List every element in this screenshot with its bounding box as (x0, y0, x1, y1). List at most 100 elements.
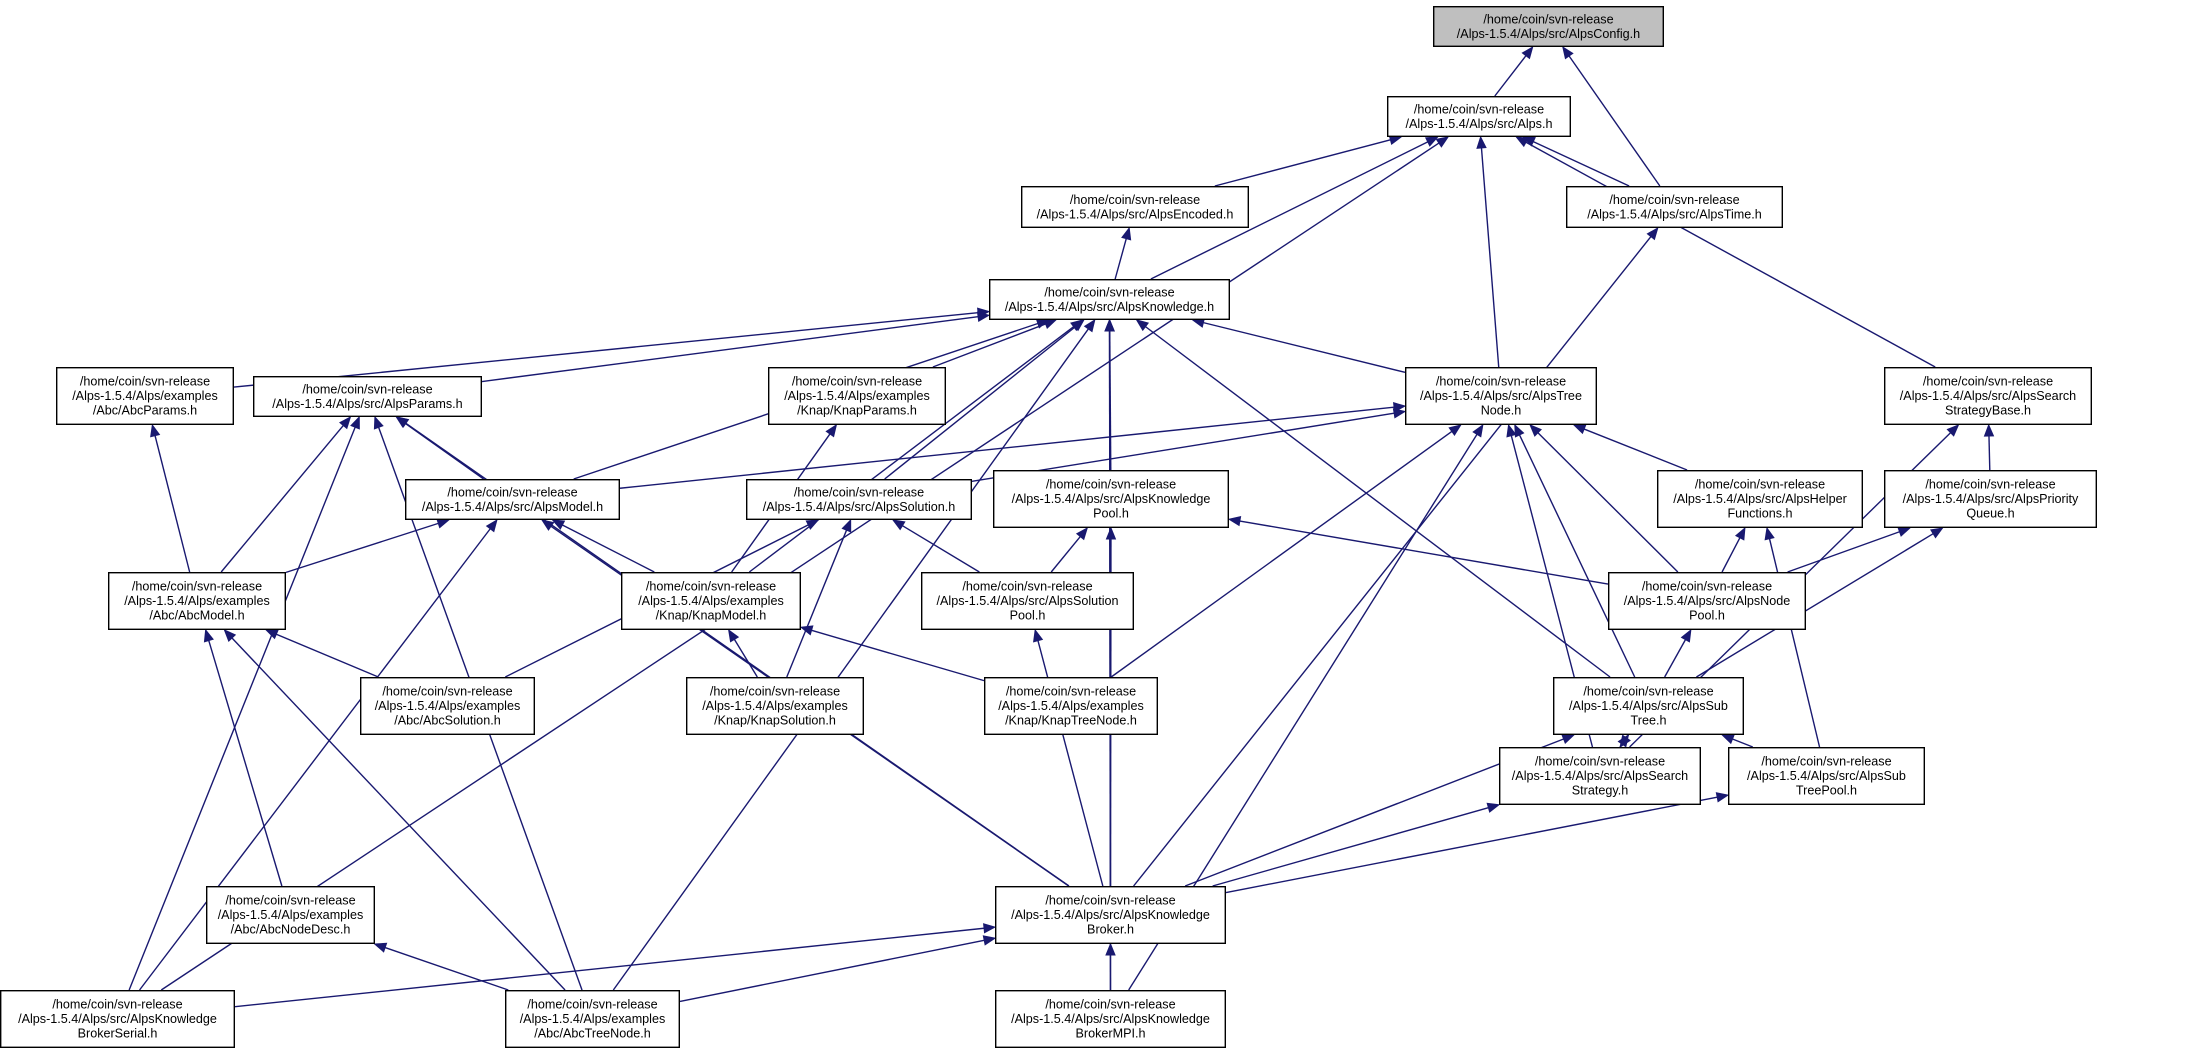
node-label-line: /Alps-1.5.4/Alps/src/AlpsKnowledge (1012, 492, 1211, 506)
node-box (1883, 367, 2092, 426)
node-box (995, 886, 1227, 945)
node-label-line: /Alps-1.5.4/Alps/src/AlpsSearch (1512, 769, 1688, 783)
node-label-line: /home/coin/svn-release (646, 580, 776, 594)
node-label-line: /Alps-1.5.4/Alps/examples (638, 594, 784, 608)
edge-sol-to-know (884, 326, 1076, 480)
node-box (1432, 5, 1664, 47)
edge-arrowhead (1619, 734, 1631, 749)
node-label-line: Pool.h (1689, 609, 1725, 623)
node-spool[interactable]: /home/coin/svn-release/Alps-1.5.4/Alps/s… (921, 572, 1135, 631)
edge-arrowhead (373, 942, 388, 953)
edge-arrowhead (395, 416, 410, 428)
edge-knm-to-mod (562, 524, 655, 573)
node-mod[interactable]: /home/coin/svn-release/Alps-1.5.4/Alps/s… (405, 479, 621, 521)
node-enc[interactable]: /home/coin/svn-release/Alps-1.5.4/Alps/s… (1021, 185, 1250, 228)
edge-prio-to-ssb (1988, 435, 1991, 471)
node-label-line: /Knap/KnapModel.h (656, 609, 767, 623)
node-kns[interactable]: /home/coin/svn-release/Alps-1.5.4/Alps/e… (686, 677, 865, 736)
node-label-line: /Alps-1.5.4/Alps/examples (72, 389, 218, 403)
node-label-line: /home/coin/svn-release (1044, 285, 1174, 299)
node-box (989, 279, 1231, 321)
edge-npool-to-tree (1537, 432, 1679, 573)
edge-arrowhead (1646, 226, 1659, 241)
edge-time-to-alps (1532, 140, 1630, 187)
node-abctn[interactable]: /home/coin/svn-release/Alps-1.5.4/Alps/e… (505, 990, 681, 1049)
node-label-line: /Alps-1.5.4/Alps/src/AlpsModel.h (422, 500, 603, 514)
edge-arrowhead (1930, 527, 1944, 539)
node-kntn[interactable]: /home/coin/svn-release/Alps-1.5.4/Alps/e… (984, 677, 1159, 736)
edge-abcm-to-mod (285, 522, 439, 574)
node-box (1021, 185, 1250, 228)
edge-abcp-to-know (233, 311, 979, 388)
node-box (1404, 367, 1597, 426)
edge-arrowhead (1680, 628, 1692, 643)
node-label-line: BrokerSerial.h (78, 1027, 158, 1041)
node-box (405, 479, 621, 521)
edge-kbs-to-mod (138, 528, 491, 991)
edge-arrowhead (1476, 135, 1487, 149)
node-kbm[interactable]: /home/coin/svn-release/Alps-1.5.4/Alps/s… (995, 990, 1227, 1049)
edge-arrowhead (436, 518, 451, 529)
node-tree[interactable]: /home/coin/svn-release/Alps-1.5.4/Alps/s… (1404, 367, 1597, 426)
node-know[interactable]: /home/coin/svn-release/Alps-1.5.4/Alps/s… (989, 279, 1231, 321)
node-box (1727, 747, 1925, 806)
node-box (1565, 185, 1783, 228)
node-label-line: /home/coin/svn-release (382, 685, 512, 699)
node-alps[interactable]: /home/coin/svn-release/Alps-1.5.4/Alps/s… (1386, 95, 1571, 137)
node-sub[interactable]: /home/coin/svn-release/Alps-1.5.4/Alps/s… (1552, 677, 1744, 736)
node-npool[interactable]: /home/coin/svn-release/Alps-1.5.4/Alps/s… (1607, 572, 1806, 631)
node-abcp[interactable]: /home/coin/svn-release/Alps-1.5.4/Alps/e… (56, 367, 235, 426)
edge-stp-to-sub (1732, 738, 1754, 748)
node-label-line: /home/coin/svn-release (1925, 478, 2055, 492)
edge-arrowhead (1070, 319, 1084, 332)
edge-arrowhead (1515, 136, 1529, 148)
edge-arrowhead (1983, 423, 1995, 437)
edge-alps-to-cfg (1494, 55, 1527, 97)
node-ss[interactable]: /home/coin/svn-release/Alps-1.5.4/Alps/s… (1498, 747, 1701, 806)
edge-sub-to-prio (1696, 533, 1934, 678)
node-stp[interactable]: /home/coin/svn-release/Alps-1.5.4/Alps/s… (1727, 747, 1925, 806)
node-label-line: /home/coin/svn-release (1535, 755, 1665, 769)
edge-arrowhead (1897, 526, 1912, 537)
node-label-line: /home/coin/svn-release (1046, 478, 1176, 492)
node-sol[interactable]: /home/coin/svn-release/Alps-1.5.4/Alps/s… (746, 479, 973, 521)
node-ssb[interactable]: /home/coin/svn-release/Alps-1.5.4/Alps/s… (1883, 367, 2092, 426)
node-par[interactable]: /home/coin/svn-release/Alps-1.5.4/Alps/s… (252, 376, 483, 418)
edge-arrowhead (1561, 734, 1576, 745)
node-label-line: /Alps-1.5.4/Alps/src/AlpsSolution (937, 594, 1119, 608)
node-kb[interactable]: /home/coin/svn-release/Alps-1.5.4/Alps/s… (995, 886, 1227, 945)
node-kbs[interactable]: /home/coin/svn-release/Alps-1.5.4/Alps/s… (0, 990, 236, 1049)
node-label-line: /Alps-1.5.4/Alps/src/AlpsKnowledge (1011, 1012, 1210, 1026)
edge-arrowhead (1105, 526, 1117, 540)
node-prio[interactable]: /home/coin/svn-release/Alps-1.5.4/Alps/s… (1883, 470, 2097, 529)
node-cfg[interactable]: /home/coin/svn-release/Alps-1.5.4/Alps/s… (1432, 5, 1664, 47)
edge-kns-to-sol (786, 529, 848, 678)
node-abcm[interactable]: /home/coin/svn-release/Alps-1.5.4/Alps/e… (107, 572, 287, 631)
node-abcs[interactable]: /home/coin/svn-release/Alps-1.5.4/Alps/e… (360, 677, 536, 736)
edge-kb-to-ss (1212, 807, 1489, 887)
node-label-line: /Abc/AbcNodeDesc.h (231, 923, 351, 937)
edge-arrowhead (1435, 136, 1450, 148)
node-label-line: /Alps-1.5.4/Alps/examples (218, 908, 364, 922)
node-kpool[interactable]: /home/coin/svn-release/Alps-1.5.4/Alps/s… (993, 470, 1230, 529)
edge-arrowhead (1486, 802, 1501, 813)
node-help[interactable]: /home/coin/svn-release/Alps-1.5.4/Alps/s… (1656, 470, 1863, 529)
node-label-line: Pool.h (1093, 507, 1129, 521)
edge-time-to-cfg (1568, 55, 1661, 187)
edge-kbs-to-par (128, 426, 356, 991)
edge-arrowhead (1104, 318, 1115, 332)
edge-arrowhead (1562, 45, 1574, 60)
node-label-line: /home/coin/svn-release (1642, 580, 1772, 594)
node-label-line: Strategy.h (1572, 784, 1628, 798)
node-box (360, 677, 536, 736)
node-abcnd[interactable]: /home/coin/svn-release/Alps-1.5.4/Alps/e… (205, 886, 376, 945)
node-knm[interactable]: /home/coin/svn-release/Alps-1.5.4/Alps/e… (621, 572, 802, 631)
node-label-line: /home/coin/svn-release (1006, 685, 1136, 699)
node-time[interactable]: /home/coin/svn-release/Alps-1.5.4/Alps/s… (1565, 185, 1783, 228)
edge-arrowhead (1734, 526, 1746, 541)
edge-arrowhead (485, 518, 498, 533)
node-label-line: Broker.h (1087, 923, 1134, 937)
node-knp[interactable]: /home/coin/svn-release/Alps-1.5.4/Alps/e… (768, 367, 947, 426)
edge-arrowhead (983, 923, 997, 934)
